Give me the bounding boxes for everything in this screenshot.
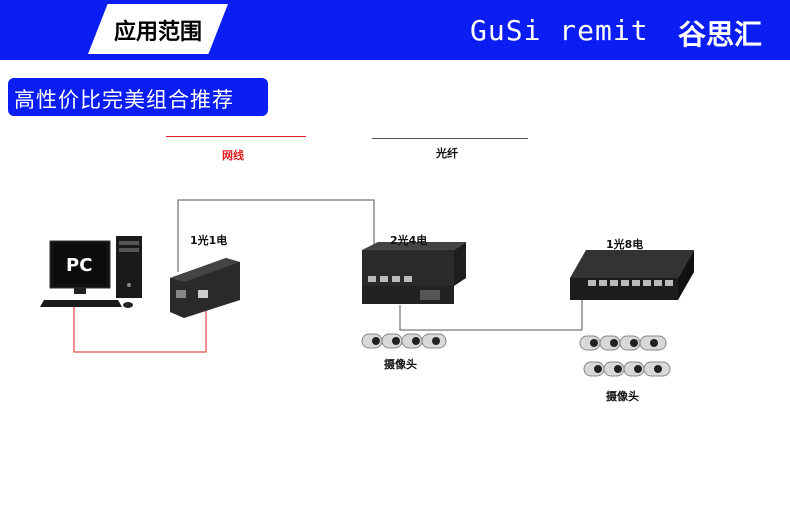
section-tab — [88, 4, 228, 54]
brand-english: GuSi remit — [470, 14, 649, 47]
subtitle: 高性价比完美组合推荐 — [14, 88, 234, 112]
cable-pc-converter — [73, 300, 207, 353]
camera-group-2-label: 摄像头 — [606, 390, 639, 403]
mouse-icon — [123, 302, 133, 308]
legend-network-label: 网线 — [222, 149, 244, 162]
legend-fiber-label: 光纤 — [436, 147, 458, 160]
camera-group-2-icon — [579, 335, 671, 377]
brand-chinese: 谷思汇 — [678, 18, 763, 51]
switch-1f8e-icon — [570, 250, 694, 300]
pc-tower-icon — [116, 236, 142, 298]
switch-2f4e-label: 2光4电 — [390, 234, 428, 247]
legend-fiber-line — [372, 138, 528, 139]
converter-label: 1光1电 — [190, 234, 228, 247]
switch-2f4e-icon — [362, 242, 466, 304]
pc-monitor-icon — [49, 240, 111, 294]
subtitle-box — [8, 78, 268, 116]
fiber-link-converter-switch — [177, 199, 375, 272]
camera-group-1-label: 摄像头 — [384, 358, 417, 371]
keyboard-icon — [40, 300, 122, 307]
switch-1f8e-label: 1光8电 — [606, 238, 644, 251]
pc-label: PC — [66, 255, 93, 276]
section-tab-label: 应用范围 — [113, 19, 202, 45]
media-converter-icon — [170, 258, 240, 318]
legend-network-line — [166, 136, 306, 137]
fiber-link-switch-switch — [399, 300, 583, 331]
camera-group-1-icon — [361, 333, 447, 349]
